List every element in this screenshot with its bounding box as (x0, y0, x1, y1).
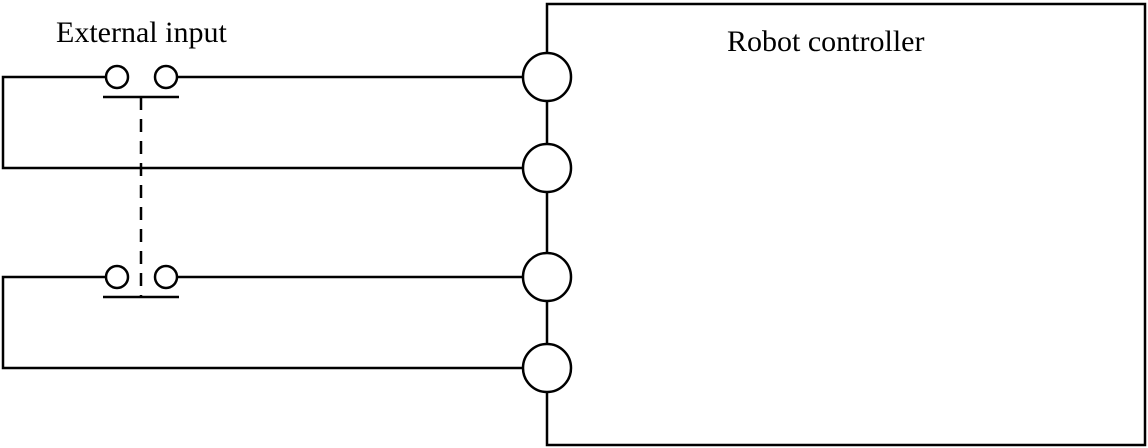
switch1-left-contact-circle (104, 64, 130, 90)
switch1-right-contact-circle (153, 64, 179, 90)
robot-controller-label: Robot controller (727, 25, 925, 58)
switch2-right-contact-circle (153, 264, 179, 290)
wire-switch1-return-to-terminal2 (1, 75, 547, 170)
external-input-label: External input (56, 16, 227, 49)
terminal1-circle (521, 51, 573, 103)
terminal4-circle (521, 342, 573, 394)
switch2-left-contact-circle (104, 264, 130, 290)
terminal3-circle (521, 251, 573, 303)
robot-controller-box (545, 2, 1147, 447)
wire-switch2-return-to-terminal4 (1, 275, 547, 370)
terminal2-circle (521, 142, 573, 194)
